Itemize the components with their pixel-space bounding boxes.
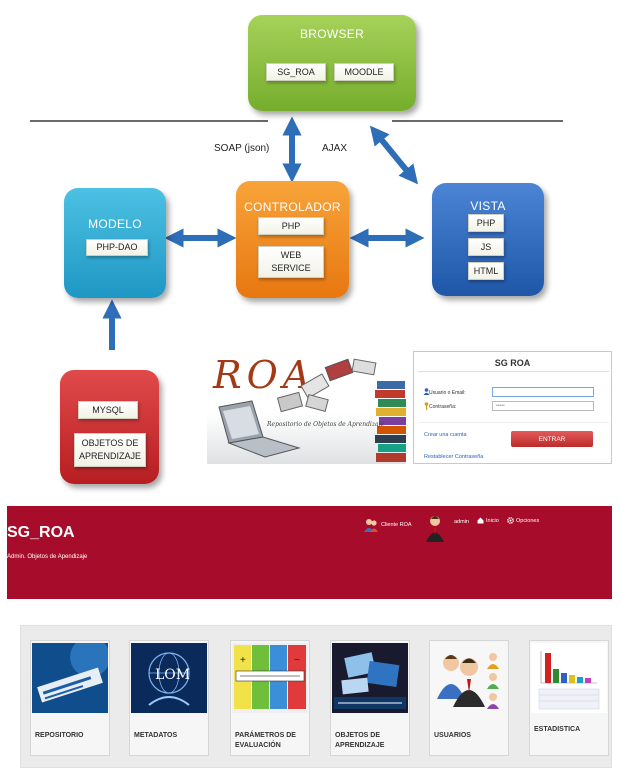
user-icon xyxy=(423,388,430,395)
reset-password-link[interactable]: Restablecer Contraseña xyxy=(424,454,484,460)
module-card-metadatos[interactable]: LOM METADATOS xyxy=(129,640,209,756)
estadistica-image xyxy=(531,643,607,713)
gear-icon xyxy=(507,517,514,524)
svg-text:LOM: LOM xyxy=(155,667,190,683)
key-icon xyxy=(424,402,429,410)
chip-web-service: WEB SERVICE xyxy=(258,246,324,278)
options-label: Opciones xyxy=(516,517,540,524)
module-label: USUARIOS xyxy=(434,732,471,739)
lom-image: LOM xyxy=(131,643,207,713)
diagram-connectors xyxy=(30,116,563,350)
password-input[interactable]: ••••• xyxy=(492,401,594,411)
repositorio-image xyxy=(32,643,108,713)
usuarios-image xyxy=(431,643,507,713)
controlador-title: CONTROLADOR xyxy=(244,200,341,214)
app-subtitle: Admin. Objetos de Apendizaje xyxy=(7,554,88,560)
module-label: PARÁMETROS DE EVALUACIÓN xyxy=(235,732,296,749)
soap-json-label: SOAP (json) xyxy=(214,143,270,154)
home-icon xyxy=(477,517,484,524)
login-submit-button[interactable]: ENTRAR xyxy=(511,431,593,447)
login-divider xyxy=(418,371,609,372)
modules-panel: REPOSITORIO LOM METADATOS xyxy=(20,625,612,768)
database-box: MYSQL OBJETOS DE APRENDIZAJE xyxy=(60,370,159,484)
roa-logo-image: ROA Repositorio de Objetos de Aprendizaj… xyxy=(207,351,406,464)
chip-moodle: MOODLE xyxy=(334,63,394,81)
options-link[interactable]: Opciones xyxy=(507,517,539,524)
evaluacion-image: + − xyxy=(232,643,308,713)
chip-objetos-de-aprendizaje: OBJETOS DE APRENDIZAJE xyxy=(74,433,146,467)
chip-sg-roa: SG_ROA xyxy=(266,63,326,81)
roa-logo-text: ROA xyxy=(213,353,316,397)
modelo-box: MODELO PHP-DAO xyxy=(64,188,166,298)
module-card-usuarios[interactable]: USUARIOS xyxy=(429,640,509,756)
chip-mysql: MYSQL xyxy=(78,401,138,419)
admin-avatar-icon xyxy=(426,516,444,542)
admin-user-label[interactable]: admin xyxy=(454,519,469,525)
svg-text:−: − xyxy=(294,655,300,666)
login-title: SG ROA xyxy=(494,358,531,368)
chip-js: JS xyxy=(468,238,504,256)
create-account-link[interactable]: Crear una cuenta xyxy=(424,432,467,438)
chip-php-dao: PHP-DAO xyxy=(86,239,148,256)
user-field-label: Usuario o Email: xyxy=(429,390,466,396)
module-label: OBJETOS DE APRENDIZAJE xyxy=(335,732,385,749)
vista-box: VISTA PHP JS HTML xyxy=(432,183,544,296)
module-card-estadistica[interactable]: ESTADISTICA xyxy=(529,640,609,756)
chip-html: HTML xyxy=(468,262,504,280)
module-card-parametros[interactable]: + − PARÁMETROS DE EVALUACIÓN xyxy=(230,640,310,756)
login-panel: SG ROA Usuario o Email: Contraseña: ••••… xyxy=(413,351,612,464)
users-icon xyxy=(364,519,378,532)
module-card-repositorio[interactable]: REPOSITORIO xyxy=(30,640,110,756)
client-roa-label: Cliente ROA xyxy=(381,522,412,528)
objetos-image xyxy=(332,643,408,713)
browser-box: BROWSER SG_ROA MOODLE xyxy=(248,15,416,111)
module-card-objetos[interactable]: OBJETOS DE APRENDIZAJE xyxy=(330,640,410,756)
svg-text:+: + xyxy=(240,655,246,666)
module-label: REPOSITORIO xyxy=(35,732,84,739)
vista-title: VISTA xyxy=(470,199,506,213)
home-label: Inicio xyxy=(486,517,499,524)
client-roa-link[interactable]: Cliente ROA xyxy=(363,517,412,533)
app-header: SG_ROA Admin. Objetos de Apendizaje Clie… xyxy=(7,506,612,599)
arrow-browser-vista xyxy=(369,125,419,185)
module-label: METADATOS xyxy=(134,732,178,739)
chip-php: PHP xyxy=(468,214,504,232)
home-link[interactable]: Inicio xyxy=(477,517,499,524)
module-label: ESTADISTICA xyxy=(534,726,581,733)
roa-logo-subtitle: Repositorio de Objetos de Aprendizaje xyxy=(267,421,384,428)
app-title: SG_ROA xyxy=(7,524,75,541)
password-field-label: Contraseña: xyxy=(429,404,457,410)
chip-php: PHP xyxy=(258,217,324,235)
books-laptop-illustration xyxy=(218,358,406,462)
user-email-input[interactable] xyxy=(492,387,594,397)
ajax-label: AJAX xyxy=(322,143,348,154)
login-divider-2 xyxy=(418,422,609,423)
browser-title: BROWSER xyxy=(299,27,365,41)
controlador-box: CONTROLADOR PHP WEB SERVICE xyxy=(236,181,349,298)
modelo-title: MODELO xyxy=(88,217,142,231)
